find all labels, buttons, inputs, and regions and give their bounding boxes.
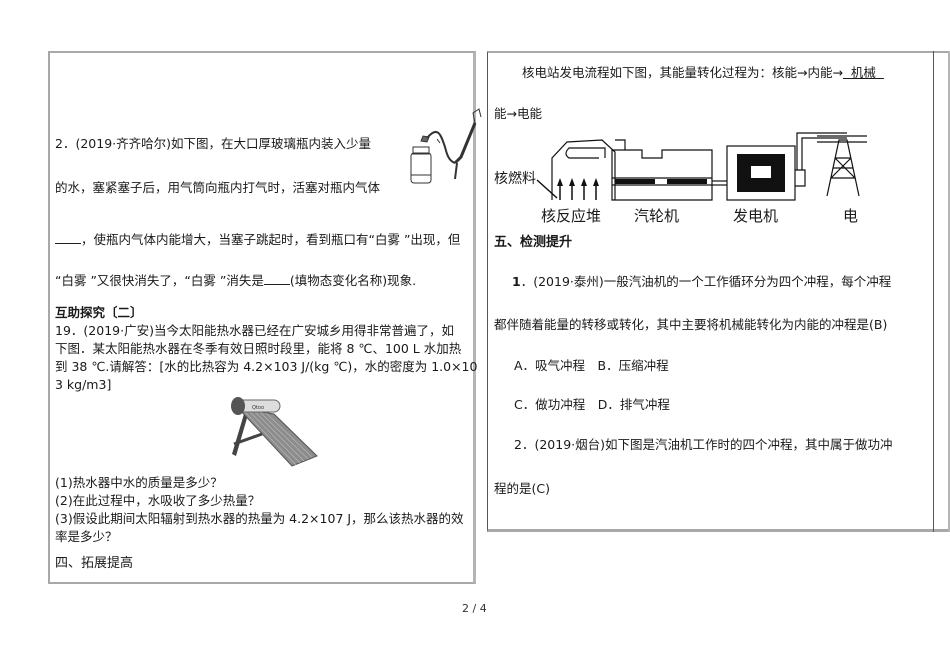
right-page-panel (487, 51, 950, 532)
q2-line3: ，使瓶内气体内能增大，当塞子跳起时，看到瓶口有“白雾 ”出现，但 (55, 232, 460, 247)
nuclear-power-flow-diagram (536, 132, 867, 201)
tank-end-cap (231, 397, 245, 415)
q2-line4: “白雾 ”又很快消失了，“白雾 ”消失是 (填物态变化名称)现象. (55, 273, 416, 288)
q19-sub3-line2: 率是多少？ (55, 529, 118, 544)
reactor-vessel (551, 139, 616, 200)
label-generator: 发电机 (733, 207, 779, 225)
bottle-body (410, 152, 432, 184)
nuclear-line1: 核电站发电流程如下图，其能量转化过程为：核能→内能→ 机械 (522, 65, 884, 80)
test-q1-number: 1 (512, 274, 521, 289)
left-page-panel (48, 51, 476, 584)
nuclear-line2: 能→电能 (494, 106, 542, 121)
test-q1-line1-text: ．(2019·泰州)一般汽油机的一个工作循环分为四个冲程，每个冲程 (520, 274, 892, 289)
nuclear-answer-text: 机械 (850, 65, 876, 80)
pump-handle (472, 108, 482, 124)
q19-line1: 19．(2019·广安)当今太阳能热水器已经在广安城乡用得非常普遍了，如 (55, 323, 454, 338)
q2-line4-text-b: (填物态变化名称)现象. (289, 273, 417, 288)
q19-sub2: (2)在此过程中，水吸收了多少热量？ (55, 493, 261, 508)
answer-blank-2[interactable] (263, 273, 290, 285)
pump-barrel (453, 122, 477, 165)
nuclear-answer: 机械 (843, 65, 884, 80)
q19-line4: 3 kg/m3] (55, 377, 112, 392)
fuel-coil (565, 147, 606, 159)
label-nuclear-fuel: 核燃料 (494, 171, 536, 187)
turbine-blades-2 (667, 179, 707, 184)
q2-line1: 2．(2019·齐齐哈尔)如下图，在大口厚玻璃瓶内装入少量 (55, 136, 371, 151)
section5-title: 五、检测提升 (494, 235, 573, 250)
turbine-body (611, 149, 713, 201)
tube (426, 130, 456, 164)
support-leg (232, 414, 247, 456)
generator-housing (726, 145, 796, 201)
nuclear-line1-text: 核电站发电流程如下图，其能量转化过程为：核能→内能→ (522, 65, 843, 80)
test-q1-options-row2: C．做功冲程 D．排气冲程 (514, 397, 670, 412)
q19-sub1: (1)热水器中水的质量是多少？ (55, 475, 223, 490)
q2-line3-text: ，使瓶内气体内能增大，当塞子跳起时，看到瓶口有“白雾 ”出现，但 (81, 232, 461, 247)
label-turbine: 汽轮机 (634, 207, 680, 225)
turbine-blades-1 (615, 179, 655, 184)
answer-blank-1[interactable] (55, 232, 81, 244)
section4-title: 四、拓展提高 (55, 556, 134, 571)
test-q2-line1: 2．(2019·烟台)如下图是汽油机工作时的四个冲程，其中属于做功冲 (514, 437, 893, 452)
bottle-pump-illustration (410, 108, 482, 184)
right-column-divider (933, 51, 934, 532)
solar-water-heater-image: Qtoo (231, 397, 318, 467)
bottle-neck (412, 146, 430, 155)
test-q1-line2: 都伴随着能量的转移或转化，其中主要将机械能转化为内能的冲程是(B) (494, 317, 888, 332)
section-title-mutual-inquiry: 互助探究〔二〕 (55, 305, 143, 320)
right-page-edge (948, 51, 950, 532)
test-q2-line2: 程的是(C) (494, 481, 550, 496)
test-q1-options-row1: A．吸气冲程 B．压缩冲程 (514, 358, 669, 373)
svg-text:Qtoo: Qtoo (252, 405, 264, 411)
page-number: 2 / 4 (462, 602, 487, 615)
q2-line4-text-a: “白雾 ”又很快消失了，“白雾 ”消失是 (55, 273, 264, 288)
heat-arrow (557, 178, 563, 186)
q19-line2: 下图．某太阳能热水器在冬季有效日照时段里，能将 8 ℃、100 L 水加热 (55, 341, 462, 356)
q19-sub3-line1: (3)假设此期间太阳辐射到热水器的热量为 4.2×107 J，那么该热水器的效 (55, 511, 464, 526)
label-reactor: 核反应堆 (541, 207, 602, 225)
label-electricity: 电 (843, 207, 859, 225)
q2-line2: 的水，塞紧塞子后，用气筒向瓶内打气时，活塞对瓶内气体 (55, 180, 381, 195)
q19-line3: 到 38 ℃.请解答：[水的比热容为 4.2×103 J/(kg ℃)，水的密度… (55, 359, 478, 374)
test-q1-line1: 1．(2019·泰州)一般汽油机的一个工作循环分为四个冲程，每个冲程 (512, 274, 891, 289)
